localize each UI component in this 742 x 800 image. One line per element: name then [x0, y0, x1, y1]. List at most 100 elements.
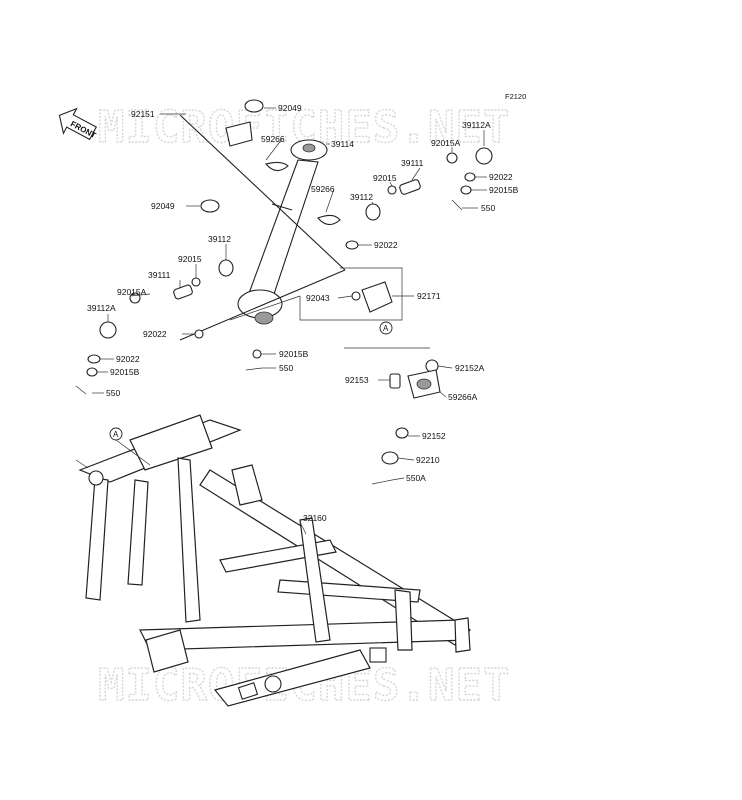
upper-holder: [225, 121, 253, 147]
part-labels: 92151 92049 59266 39114 92049 59266 3911…: [87, 103, 519, 523]
bushing-left-92049: [200, 199, 220, 213]
tie-rod-end-39112A-left: [99, 321, 117, 339]
part-label: 92151: [131, 109, 155, 119]
part-label: 92043: [306, 293, 330, 303]
tie-rod-end-39112-right: [365, 203, 381, 221]
part-label: 39111: [401, 158, 424, 168]
nut-92152: [395, 427, 409, 439]
main-frame-32160: [75, 414, 471, 707]
part-label: 550: [106, 388, 120, 398]
stopper-hardware: [371, 359, 441, 485]
pin-550-center: [245, 367, 263, 371]
frame-rear-bracket: [369, 647, 387, 663]
part-label: 92015A: [117, 287, 147, 297]
part-label: 92022: [143, 329, 167, 339]
part-label: 92015A: [431, 138, 461, 148]
bushing-half-59266-b: [317, 214, 341, 226]
nut-92022-left-low: [87, 354, 101, 364]
part-label: 59266A: [448, 392, 478, 402]
part-label: 550: [279, 363, 293, 373]
part-label: 92022: [489, 172, 513, 182]
part-label: 39111: [148, 270, 171, 280]
callout-a-upper-letter: A: [383, 324, 389, 333]
tie-rod-end-39112A-right: [475, 147, 493, 165]
nut-92015-left: [191, 277, 201, 287]
frame-down-tube-mid: [127, 479, 149, 586]
group-bracket-92171: [299, 267, 403, 321]
part-label: 92015: [373, 173, 397, 183]
frame-pivot-boss: [264, 675, 282, 693]
pivot-arm-92171: [361, 281, 393, 313]
pivot-arm-assembly: [245, 281, 393, 371]
nut-92015B-left: [86, 367, 98, 377]
callout-a-lower: A: [109, 427, 123, 441]
nut-92015A-right: [446, 152, 458, 164]
frame-foot-mount: [237, 682, 259, 700]
frame-down-tube-left: [85, 477, 109, 601]
part-label: 59266: [311, 184, 335, 194]
part-label: 92049: [151, 201, 175, 211]
part-label: 92015B: [279, 349, 309, 359]
frame-head-mount: [88, 470, 104, 486]
frame-lower-rail: [139, 619, 469, 651]
tie-rod-right: [345, 147, 493, 250]
bushing-half-59266-a: [265, 161, 289, 172]
tie-rod-left-upper: [179, 114, 346, 271]
bolt-92153: [389, 373, 401, 389]
part-label: 92210: [416, 455, 440, 465]
part-label: 39112A: [462, 120, 491, 130]
collar-92043: [351, 291, 361, 301]
frame-down-tube-right: [177, 457, 201, 623]
steering-shaft-tube: [247, 159, 319, 301]
nut-92015-right: [387, 185, 397, 195]
part-label: 92152A: [455, 363, 485, 373]
bearing-holder: [200, 99, 341, 226]
nut-92022-mid: [345, 240, 359, 250]
front-arrow-icon: FRONT: [58, 107, 98, 140]
nut-92022-left-mid: [194, 329, 204, 339]
part-label: 550: [481, 203, 495, 213]
pin-550-right: [451, 199, 463, 211]
frame-rear-post: [454, 617, 471, 653]
part-label: 92015B: [110, 367, 140, 377]
part-label: 550A: [406, 473, 426, 483]
frame-front-mount: [145, 629, 189, 673]
part-label: 59266: [261, 134, 285, 144]
part-label: 92015: [178, 254, 202, 264]
leader-lines: [92, 107, 487, 535]
nut-92015B-right: [460, 185, 472, 195]
tie-rod-39111-left: [173, 284, 193, 300]
frame-head-gusset: [129, 414, 213, 471]
part-label: 92152: [422, 431, 446, 441]
frame-bolt: [75, 459, 89, 469]
bushing-top-92049: [244, 99, 264, 113]
part-label: 39112: [350, 192, 373, 202]
part-label: 92022: [116, 354, 140, 364]
part-label: 92022: [374, 240, 398, 250]
part-label: 39112: [208, 234, 231, 244]
tie-rod-end-39112-left: [218, 259, 234, 277]
callout-a-upper: A: [379, 321, 393, 335]
part-label: 92153: [345, 375, 369, 385]
group-leader-center: [229, 295, 301, 321]
steering-base-hole: [254, 311, 274, 325]
part-label: 39112A: [87, 303, 116, 313]
frame-vertical-brace: [299, 517, 331, 643]
frame-seat-bracket: [231, 464, 263, 506]
part-label: 92049: [278, 103, 302, 113]
callout-a-lower-letter: A: [113, 430, 119, 439]
steering-shaft-assembly: [237, 139, 328, 325]
clamp-bolt-hole: [302, 143, 316, 153]
part-label: 92171: [417, 291, 441, 301]
figure-code: F2120: [505, 92, 526, 101]
nut-92015B-center: [252, 349, 262, 359]
bracket-hole-59266A: [416, 378, 432, 390]
nut-92210: [381, 451, 399, 465]
frame-rear-upright: [394, 589, 413, 651]
part-label: 32160: [303, 513, 327, 523]
part-label: 39114: [331, 139, 354, 149]
tie-rod-left-lower: [179, 269, 346, 341]
tie-rod-left: [75, 259, 234, 395]
